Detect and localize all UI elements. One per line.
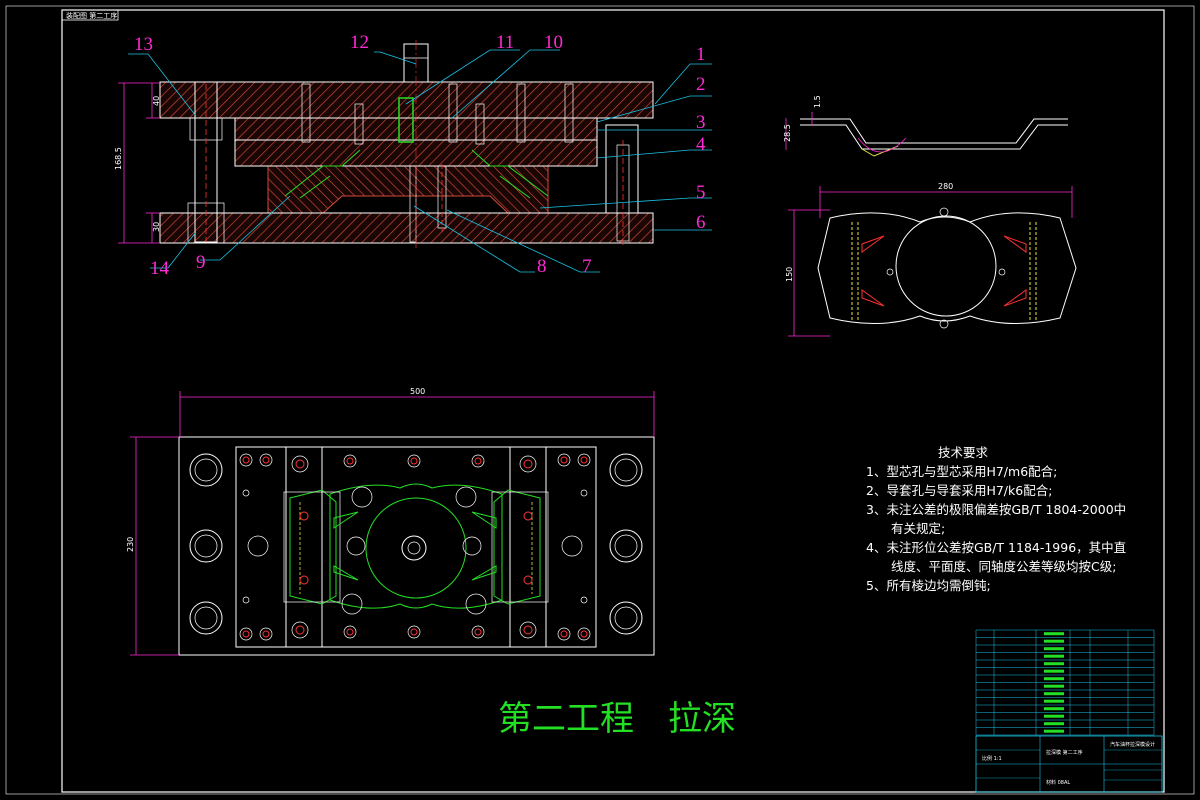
- bom-cell-mark: [1044, 722, 1064, 726]
- bom-table: [975, 629, 1155, 736]
- blank-profile-2: [299, 175, 531, 199]
- title-drawing-name: 拉深模 第二工序: [1046, 749, 1083, 756]
- svg-text:30: 30: [152, 222, 161, 232]
- dim-lower-plate: 30: [146, 212, 161, 243]
- outer-border: [5, 5, 1195, 795]
- holder-left: [289, 489, 337, 605]
- bom-cell-mark: [1044, 714, 1064, 718]
- callout-6: 6: [696, 212, 706, 233]
- callout-5: 5: [696, 182, 706, 203]
- guide-holes: [189, 453, 643, 635]
- callout-2: 2: [696, 74, 706, 95]
- bom-cell-mark: [1044, 662, 1064, 666]
- bom-cell-mark: [1044, 684, 1064, 688]
- requirement-3: 3、未注公差的极限偏差按GB/T 1804-2000中: [866, 502, 1126, 517]
- punch-block: [267, 165, 549, 214]
- callout-3: 3: [696, 112, 706, 133]
- svg-text:1.5: 1.5: [813, 95, 822, 108]
- upper-screws: [301, 83, 574, 145]
- dim-plan-height: 230: [126, 537, 135, 552]
- ejector-pin: [398, 97, 414, 143]
- requirement-2: 2、导套孔与导套采用H7/k6配合;: [866, 483, 1052, 498]
- requirement-3b: 有关规定;: [866, 521, 945, 536]
- part-plan: 280 150: [785, 182, 1077, 337]
- upper-die-plate: [159, 81, 654, 119]
- callout-11: 11: [496, 32, 514, 53]
- bom-cell-mark: [1044, 699, 1064, 703]
- leader-lines: [128, 49, 712, 273]
- requirement-4: 4、未注形位公差按GB/T 1184-1996，其中直: [866, 540, 1126, 555]
- centre-hole: [401, 535, 427, 561]
- callout-7: 7: [582, 256, 592, 277]
- bom-cell-mark: [1044, 729, 1064, 733]
- bom-cell-mark: [1044, 639, 1064, 643]
- guide-post-right: [605, 124, 639, 214]
- dim-plan-width: 500: [410, 387, 425, 396]
- plan-draw-circle: [365, 497, 467, 599]
- lower-die-plate: [159, 212, 654, 244]
- svg-text:168.5: 168.5: [114, 147, 123, 170]
- title-block: 拉深模 第二工序 汽车油杯拉深模设计 材料 08AL 比例 1:1: [975, 735, 1163, 793]
- screw-holes: [239, 453, 591, 641]
- frame-border: [61, 9, 1165, 793]
- holder-box-right: [491, 491, 549, 603]
- holder-box-left: [283, 491, 341, 603]
- requirement-4b: 线度、平面度、同轴度公差等级均按C级;: [866, 559, 1116, 574]
- svg-text:150: 150: [785, 267, 794, 282]
- requirements-title: 技术要求: [938, 445, 989, 460]
- bom-cell-mark: [1044, 669, 1064, 673]
- dim-section-height: 168.5: [114, 82, 160, 244]
- bom-cell-mark: [1044, 677, 1064, 681]
- drawing-tag-box: [61, 9, 119, 21]
- callout-8: 8: [537, 256, 547, 277]
- svg-text:40: 40: [152, 96, 161, 106]
- bead-right: [471, 511, 497, 581]
- drawing-tag: 装配图 第二工序: [66, 11, 117, 20]
- callout-4: 4: [696, 134, 706, 155]
- requirement-5: 5、所有棱边均需倒钝;: [866, 578, 991, 593]
- part-profile: 28.5 1.5: [783, 95, 1068, 157]
- dim-upper-plate: 40: [146, 83, 161, 119]
- bom-cell-mark: [1044, 692, 1064, 696]
- main-title: 第二工程 拉深: [498, 699, 736, 739]
- technical-requirements: 技术要求 1、型芯孔与型芯采用H7/m6配合; 2、导套孔与导套采用H7/k6配…: [866, 445, 1126, 593]
- bom-cell-mark: [1044, 654, 1064, 658]
- title-scale: 比例 1:1: [982, 755, 1002, 762]
- section-view: 168.5 40 30: [114, 32, 712, 279]
- plan-part-outline: [329, 483, 503, 609]
- lower-plate-outline: [159, 212, 654, 244]
- bead-left: [333, 511, 359, 581]
- callout-12: 12: [350, 32, 369, 53]
- blank-profile: [284, 149, 549, 197]
- callout-14: 14: [150, 258, 170, 279]
- svg-text:28.5: 28.5: [783, 124, 792, 142]
- title-material: 材料 08AL: [1046, 779, 1070, 786]
- callout-10: 10: [544, 32, 563, 53]
- requirement-1: 1、型芯孔与型芯采用H7/m6配合;: [866, 464, 1057, 479]
- svg-text:280: 280: [938, 182, 953, 191]
- bom-cell-mark: [1044, 707, 1064, 711]
- part-bends: [851, 222, 1037, 320]
- bom-cell-mark: [1044, 647, 1064, 651]
- callout-9: 9: [196, 252, 206, 273]
- plan-view: 500 230: [126, 387, 655, 656]
- title-project: 汽车油杯拉深模设计: [1110, 741, 1155, 748]
- bom-cell-mark: [1044, 632, 1064, 636]
- callout-1: 1: [696, 44, 706, 65]
- holder-right: [493, 489, 541, 605]
- callout-13: 13: [134, 34, 153, 55]
